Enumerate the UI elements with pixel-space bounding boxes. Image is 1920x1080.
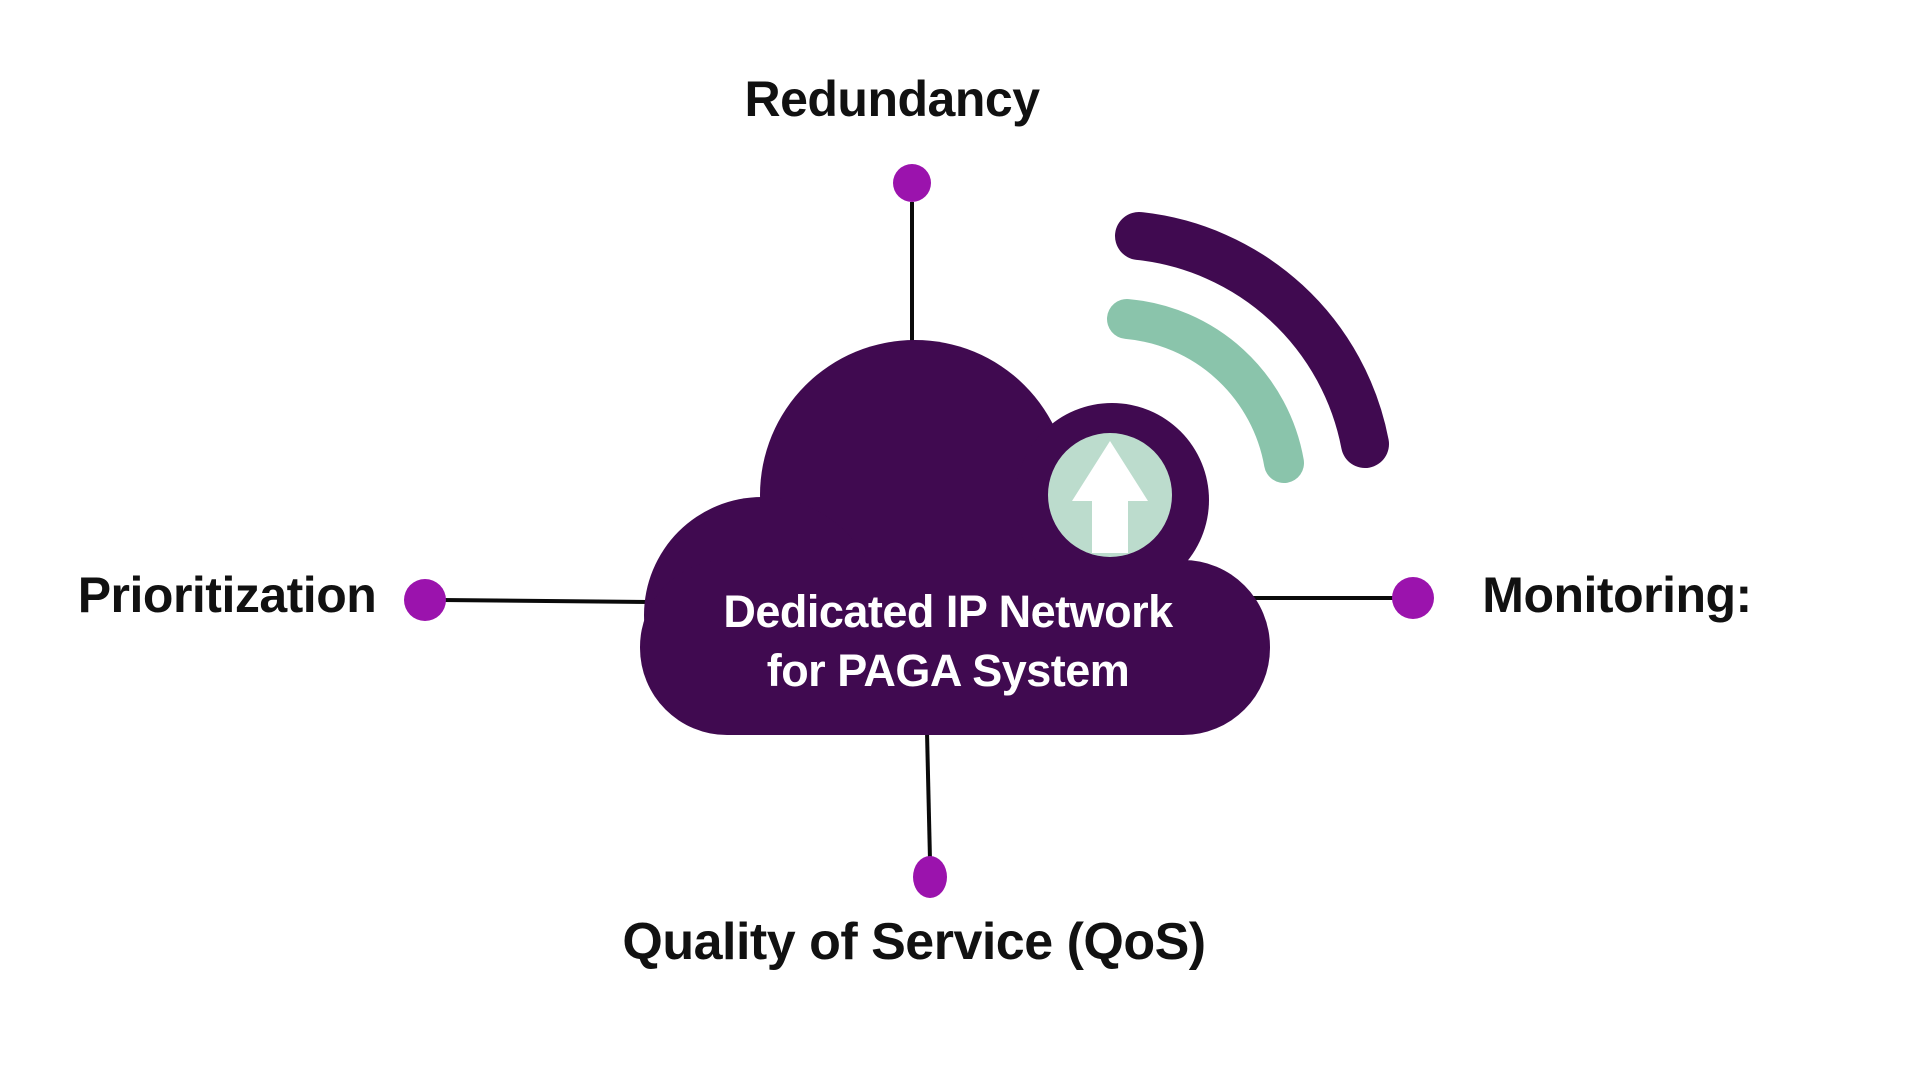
upload-arrow: [1072, 441, 1148, 553]
upload-arrow-icon: [1048, 433, 1172, 557]
signal-wave-inner: [1107, 299, 1304, 483]
label-monitoring: Monitoring:: [1482, 567, 1752, 623]
label-redundancy: Redundancy: [744, 71, 1040, 127]
label-quality-of-service: Quality of Service (QoS): [622, 913, 1206, 971]
connector-lines: [441, 202, 1396, 861]
cloud-title-line2: for PAGA System: [766, 645, 1130, 696]
label-prioritization: Prioritization: [77, 567, 377, 623]
connector-bottom: [925, 731, 932, 861]
signal-wave-outer: [1115, 212, 1389, 468]
connector-left: [441, 598, 651, 604]
node-dot-bottom: [913, 856, 947, 898]
cloud-title: Dedicated IP Network for PAGA System: [638, 582, 1258, 700]
node-dots: [404, 164, 1434, 898]
cloud-base: [640, 560, 1270, 735]
node-dot-right: [1392, 577, 1434, 619]
signal-waves-icon: [1107, 212, 1389, 483]
cloud-icon: [640, 340, 1270, 735]
node-dot-top: [893, 164, 931, 202]
node-dot-left: [404, 579, 446, 621]
cloud-title-line1: Dedicated IP Network: [723, 586, 1173, 637]
